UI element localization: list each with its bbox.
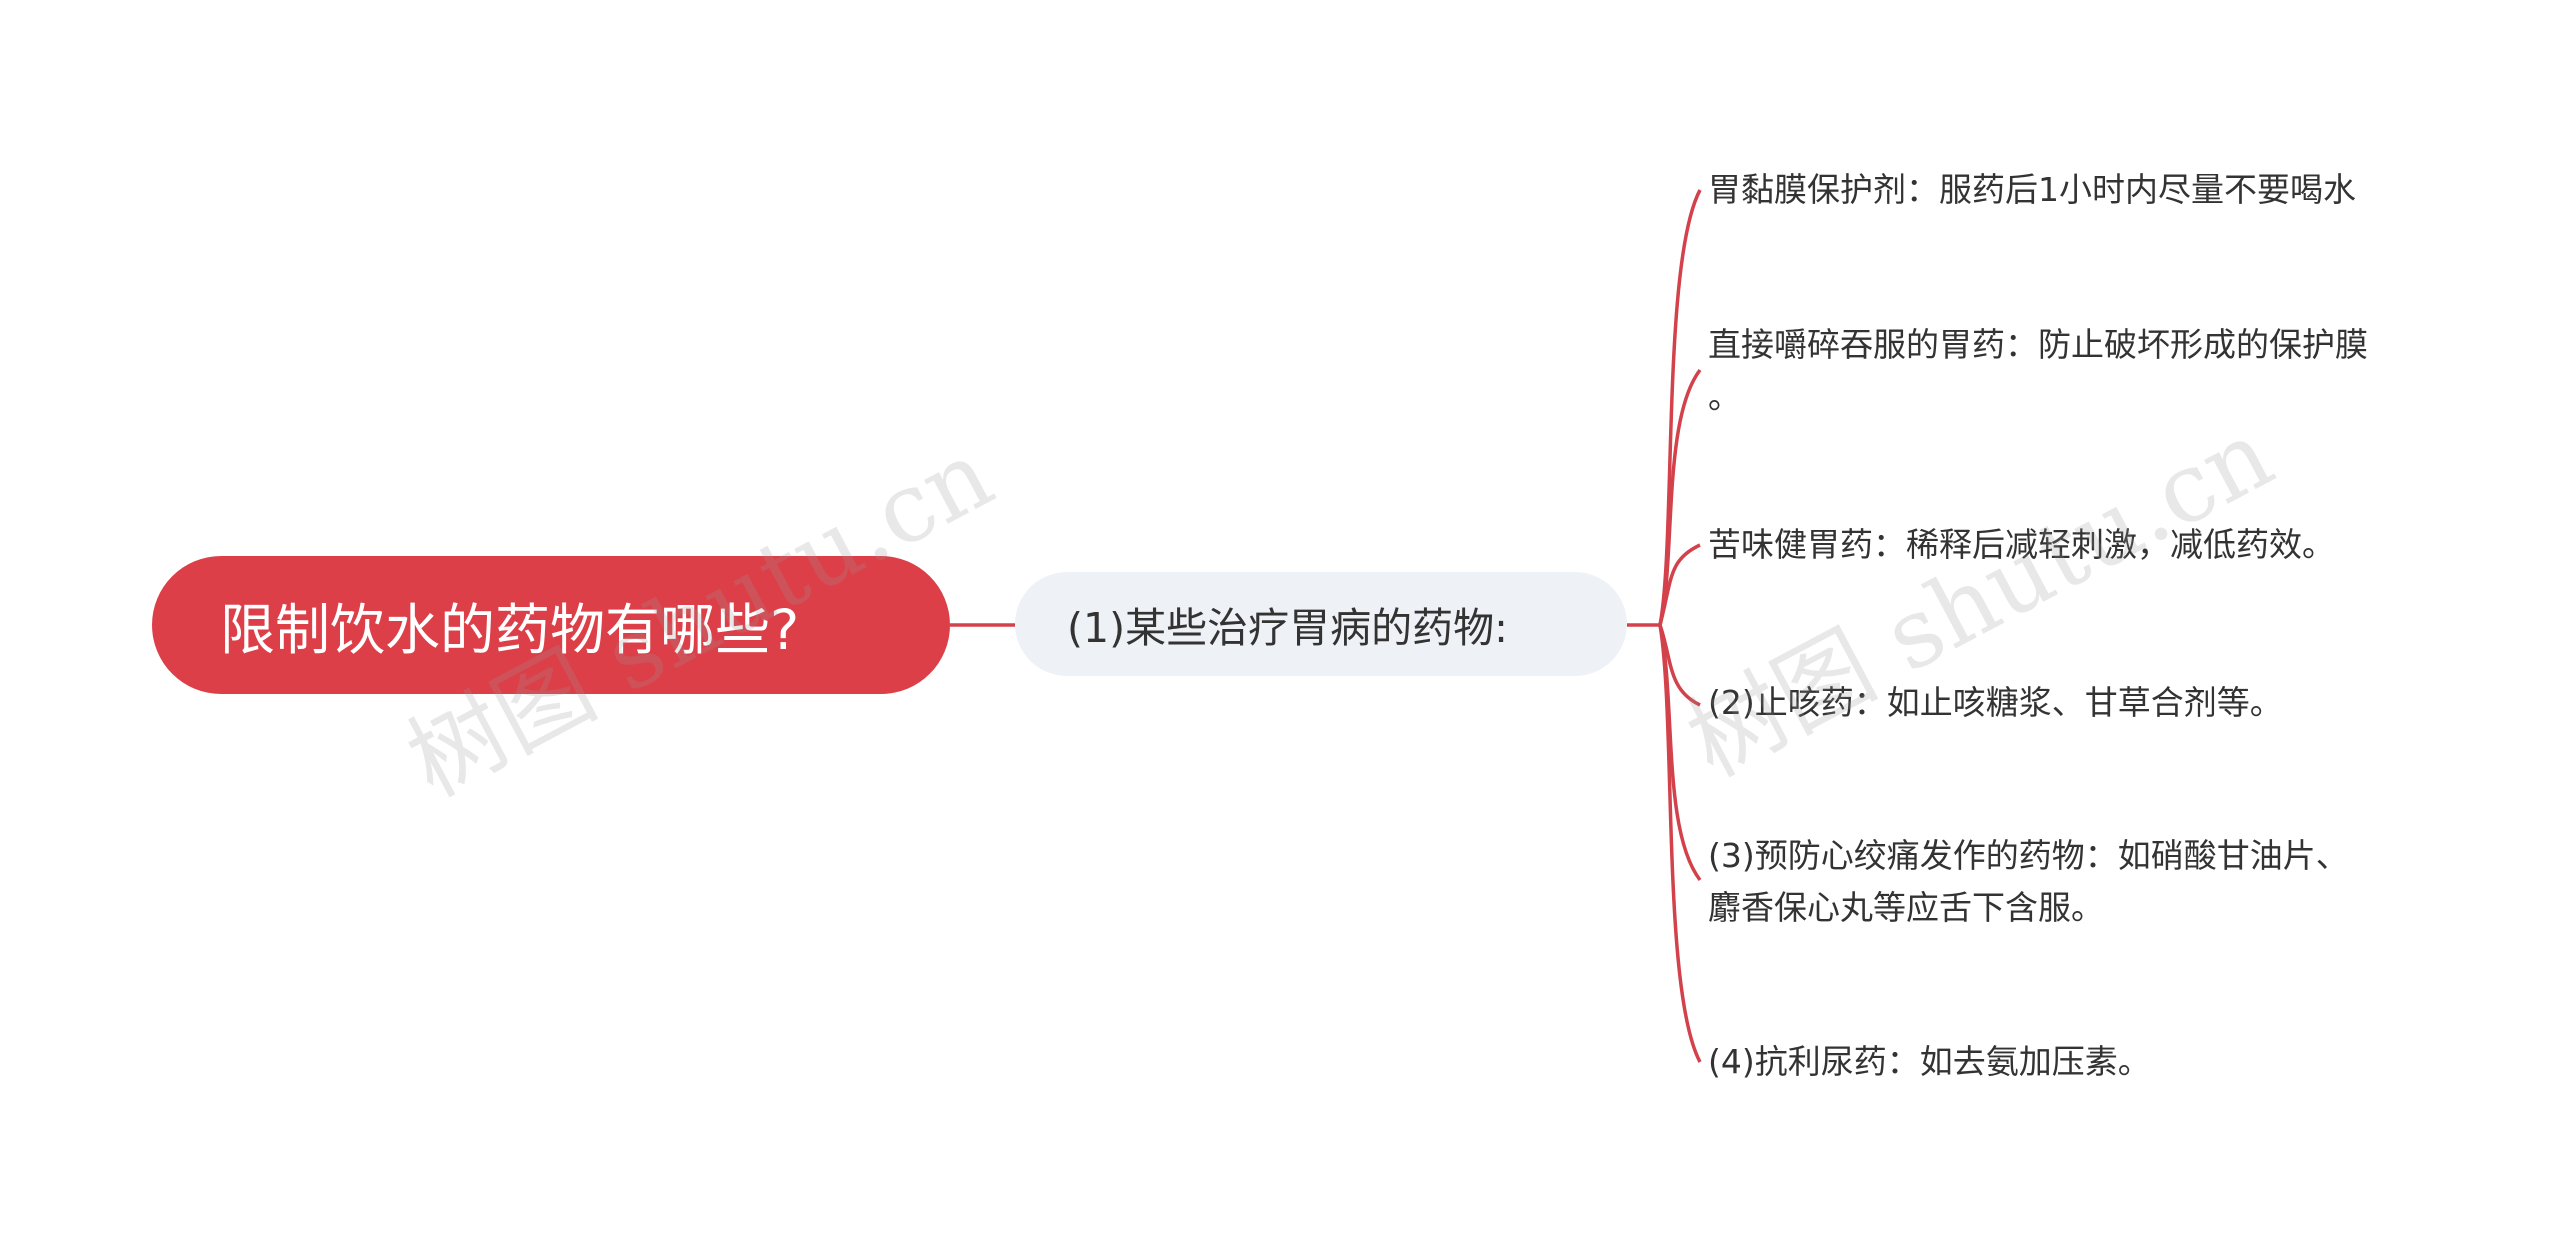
leaf-topic-text: 直接嚼碎吞服的胃药：防止破坏形成的保护膜	[1708, 325, 2368, 364]
leaf-connector-3	[1658, 543, 1701, 626]
branch-topic-label: (1)某些治疗胃病的药物:	[1067, 604, 1508, 652]
leaf-connector-6	[1658, 624, 1702, 1063]
root-topic-label: 限制饮水的药物有哪些?	[220, 598, 800, 662]
leaf-topic-text: (4)抗利尿药：如去氨加压素。	[1708, 1042, 2151, 1081]
leaf-topic-4[interactable]: (2)止咳药：如止咳糖浆、甘草合剂等。	[1708, 677, 2428, 729]
leaf-topic-5[interactable]: (3)预防心绞痛发作的药物：如硝酸甘油片、 麝香保心丸等应舌下含服。	[1708, 830, 2428, 934]
leaf-topic-1[interactable]: 胃黏膜保护剂：服药后1小时内尽量不要喝水	[1708, 164, 2428, 216]
leaf-topic-text: 胃黏膜保护剂：服药后1小时内尽量不要喝水	[1708, 170, 2356, 209]
leaf-topic-6[interactable]: (4)抗利尿药：如去氨加压素。	[1708, 1036, 2428, 1088]
leaf-topic-text: 。	[1708, 377, 1741, 416]
leaf-topic-2[interactable]: 直接嚼碎吞服的胃药：防止破坏形成的保护膜 。	[1708, 319, 2428, 423]
leaf-connector-2	[1658, 368, 1702, 626]
leaf-topic-text: 苦味健胃药：稀释后减轻刺激，减低药效。	[1708, 525, 2335, 564]
root-topic-node[interactable]: 限制饮水的药物有哪些?	[152, 556, 950, 694]
branch-topic-node[interactable]: (1)某些治疗胃病的药物:	[1015, 572, 1627, 676]
leaf-topic-text: (3)预防心绞痛发作的药物：如硝酸甘油片、	[1708, 836, 2349, 875]
leaf-topic-3[interactable]: 苦味健胃药：稀释后减轻刺激，减低药效。	[1708, 519, 2428, 571]
leaf-topic-text: 麝香保心丸等应舌下含服。	[1708, 888, 2104, 927]
leaf-topic-text: (2)止咳药：如止咳糖浆、甘草合剂等。	[1708, 683, 2283, 722]
